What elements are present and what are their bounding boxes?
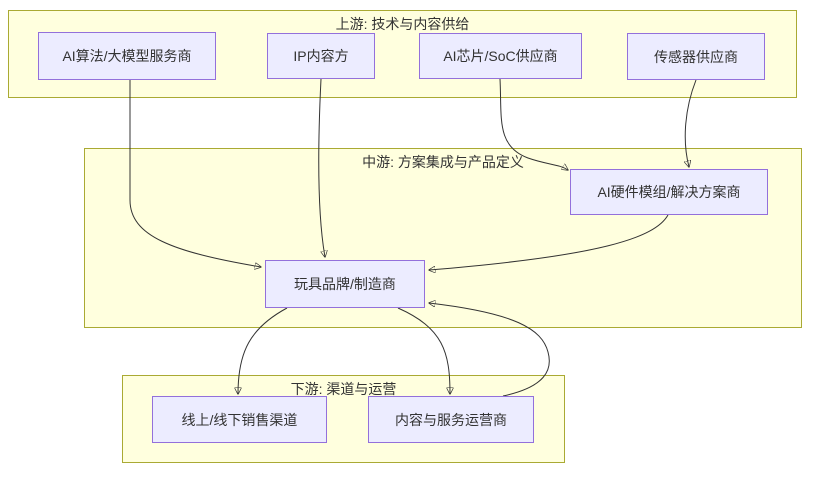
node-ip-content: IP内容方 (267, 33, 375, 79)
node-toy-brand: 玩具品牌/制造商 (265, 260, 425, 308)
node-ai-chip: AI芯片/SoC供应商 (419, 33, 582, 79)
node-toy-brand-label: 玩具品牌/制造商 (294, 276, 396, 292)
node-ai-algo-label: AI算法/大模型服务商 (62, 48, 192, 64)
node-ai-module-label: AI硬件模组/解决方案商 (597, 184, 741, 200)
node-content-ops: 内容与服务运营商 (368, 396, 534, 443)
node-ai-module: AI硬件模组/解决方案商 (570, 169, 768, 215)
node-sensor-label: 传感器供应商 (654, 48, 738, 65)
node-ai-chip-label: AI芯片/SoC供应商 (443, 48, 558, 64)
cluster-downstream-label: 下游: 渠道与运营 (290, 381, 397, 397)
node-sales-channel: 线上/线下销售渠道 (152, 396, 327, 443)
node-sensor: 传感器供应商 (627, 33, 765, 80)
node-ai-algo: AI算法/大模型服务商 (38, 32, 216, 80)
node-ip-content-label: IP内容方 (293, 48, 349, 64)
node-sales-channel-label: 线上/线下销售渠道 (181, 411, 298, 428)
cluster-midstream-label: 中游: 方案集成与产品定义 (362, 154, 524, 170)
cluster-upstream-label: 上游: 技术与内容供给 (335, 16, 470, 32)
node-content-ops-label: 内容与服务运营商 (395, 411, 507, 428)
